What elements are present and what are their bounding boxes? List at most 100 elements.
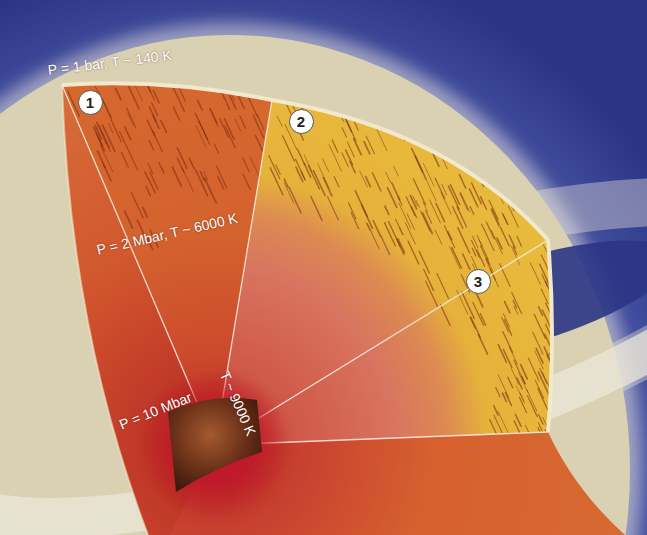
hatch-stroke [538, 414, 543, 424]
hatch-stroke [366, 177, 371, 187]
hatch-stroke [457, 207, 467, 227]
hatch-stroke [364, 142, 370, 154]
hatch-stroke [393, 95, 398, 106]
hatch-stroke [240, 116, 246, 128]
hatch-stroke [440, 305, 450, 326]
hatch-stroke [354, 139, 361, 155]
hatch-stroke [210, 109, 218, 127]
hatch-stroke [530, 263, 540, 285]
hatch-stroke [457, 290, 468, 314]
hatch-stroke [148, 163, 153, 173]
hatch-stroke [146, 187, 150, 196]
hatch-stroke [545, 430, 554, 449]
hatch-stroke [472, 236, 478, 248]
hatch-stroke [463, 254, 470, 269]
hatch-stroke [235, 88, 245, 109]
condition-label: P = 1 bar, T ~ 140 K [47, 48, 172, 77]
hatch-stroke [385, 206, 389, 214]
hatch-stroke [490, 420, 501, 444]
hatch-stroke [347, 142, 354, 157]
hatch-stroke [528, 358, 539, 381]
hatch-stroke [489, 200, 498, 219]
hatch-stroke [427, 85, 434, 99]
hatch-stroke [362, 205, 373, 229]
hatch-stroke [461, 192, 470, 212]
hatch-stroke [379, 81, 391, 107]
hatch-stroke [403, 82, 412, 101]
hatch-stroke [441, 117, 448, 132]
hatch-stroke [470, 139, 475, 149]
hatch-stroke [270, 168, 283, 195]
hatch-stroke [284, 179, 288, 187]
hatch-stroke [483, 159, 488, 170]
hatch-stroke [535, 434, 546, 458]
hatch-stroke [359, 85, 366, 99]
hatch-stroke [437, 274, 449, 299]
hatch-stroke [70, 280, 78, 296]
hatch-stroke [423, 163, 434, 186]
hatch-stroke [522, 95, 532, 116]
hatch-stroke [503, 332, 513, 353]
hatch-stroke [386, 172, 391, 182]
hatch-stroke [514, 360, 525, 384]
hatch-stroke [348, 203, 355, 219]
hatch-stroke [250, 157, 260, 179]
hatch-stroke [462, 145, 466, 153]
hatch-stroke [558, 257, 563, 268]
hatch-stroke [463, 121, 467, 130]
hatch-stroke [327, 77, 338, 101]
hatch-stroke [60, 246, 67, 261]
hatch-stroke [205, 178, 217, 203]
hatch-stroke [542, 161, 546, 170]
callout-number: 2 [297, 114, 305, 129]
hatch-stroke [488, 150, 493, 161]
hatch-stroke [67, 140, 75, 156]
hatch-stroke [149, 107, 156, 122]
hatch-stroke [296, 159, 306, 180]
hatch-stroke [554, 174, 566, 201]
hatch-stroke [523, 104, 532, 122]
hatch-stroke [555, 206, 559, 216]
hatch-stroke [399, 203, 411, 229]
hatch-stroke [423, 213, 433, 233]
hatch-stroke [81, 224, 88, 239]
hatch-stroke [431, 83, 443, 108]
hatch-stroke [387, 103, 396, 123]
hatch-stroke [426, 75, 429, 82]
hatch-stroke [415, 156, 426, 180]
outer-rim [62, 85, 148, 535]
hatch-stroke [448, 186, 459, 209]
hatch-stroke [390, 104, 396, 117]
hatch-stroke [150, 172, 158, 189]
callout-circle: 1 [78, 90, 103, 115]
hatch-stroke [552, 214, 558, 227]
hatch-stroke [506, 79, 509, 86]
hatch-stroke [507, 90, 516, 109]
hatch-stroke [243, 174, 250, 190]
hatch-stroke [370, 81, 380, 103]
hatch-stroke [502, 136, 511, 155]
hatch-stroke [534, 314, 545, 338]
hatch-stroke [557, 375, 567, 396]
hatch-stroke [522, 191, 526, 200]
hatch-stroke [472, 183, 482, 204]
hatch-stroke [560, 137, 571, 160]
hatch-stroke [311, 197, 322, 221]
hatch-stroke [536, 193, 541, 204]
hatch-stroke [95, 184, 107, 210]
hatch-stroke [108, 123, 112, 133]
hatch-stroke [539, 307, 543, 316]
hatch-stroke [549, 220, 555, 233]
hatch-stroke [517, 378, 522, 389]
hatch-stroke [526, 184, 538, 210]
hatch-stroke [552, 263, 563, 286]
hatch-stroke [501, 93, 510, 112]
hatch-stroke [161, 121, 166, 133]
hatch-stroke [530, 181, 542, 207]
hatch-stroke [372, 173, 380, 191]
hatch-stroke [509, 154, 521, 180]
hatch-stroke [474, 131, 485, 155]
hatch-stroke [452, 248, 462, 268]
hatch-stroke [479, 240, 489, 260]
